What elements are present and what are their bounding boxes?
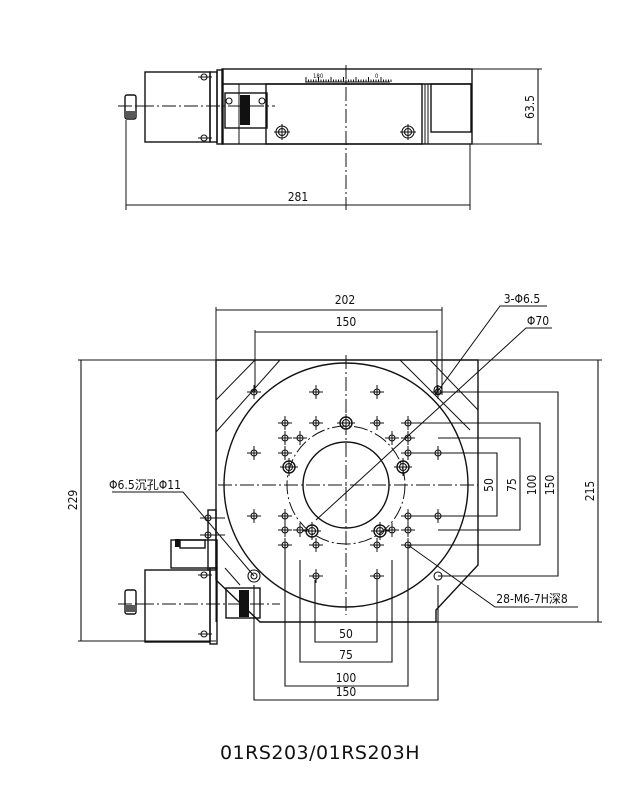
counterbore-holes xyxy=(280,414,412,540)
dim-right-50-line xyxy=(408,452,498,517)
scale-label-0: 0 xyxy=(375,73,379,80)
callout-3-phi6.5: 3-Φ6.5 xyxy=(504,292,540,306)
tapped-hole xyxy=(401,431,415,445)
dim-bottom-50-line xyxy=(314,580,378,643)
dim-right-100-label: 100 xyxy=(525,475,539,496)
tapped-hole xyxy=(309,385,323,399)
scale-label-180: 180 xyxy=(313,73,324,80)
dim-right-150-line xyxy=(438,391,559,577)
dim-right-150-label: 150 xyxy=(543,475,557,496)
tapped-hole xyxy=(247,446,261,460)
dim-bottom-75-label: 75 xyxy=(339,648,353,662)
bracket-edge xyxy=(224,567,241,586)
leader-phi70 xyxy=(315,327,552,521)
tapped-hole xyxy=(385,431,399,445)
tapped-hole xyxy=(278,446,292,460)
tapped-hole xyxy=(293,431,307,445)
plan-coupling xyxy=(225,587,261,619)
tapped-hole xyxy=(370,385,384,399)
tapped-hole xyxy=(247,509,261,523)
plan-hand-knob xyxy=(124,589,137,615)
dim-281-label: 281 xyxy=(288,190,309,204)
tapped-hole xyxy=(278,431,292,445)
counterbore-hole xyxy=(280,458,298,476)
callout-phi70: Φ70 xyxy=(527,314,549,328)
chamfer-line xyxy=(215,359,281,433)
chamfer-line xyxy=(215,359,256,401)
hand-knob xyxy=(124,94,137,120)
dim-right-50-label: 50 xyxy=(482,478,496,492)
scale-ticks xyxy=(305,77,392,82)
leader-3-phi6.5 xyxy=(434,305,547,396)
model-caption: 01RS203/01RS203H xyxy=(219,742,421,764)
bracket-tab xyxy=(179,539,206,549)
plan-view: 202 150 3-Φ6.5 Φ70 229 215 50 75 100 150 xyxy=(66,292,602,701)
counterbore-hole xyxy=(394,458,412,476)
dim-right-75-line xyxy=(438,437,521,531)
right-span-dims: 50 75 100 150 xyxy=(408,391,559,577)
dim-bottom-50-label: 50 xyxy=(339,627,353,641)
counterbore-hole xyxy=(303,522,321,540)
leader-tapped-holes xyxy=(407,544,578,608)
chamfer-line xyxy=(429,359,479,411)
plan-motor xyxy=(118,385,443,645)
bracket-plate xyxy=(207,509,217,571)
dim-150-top-label: 150 xyxy=(336,315,357,329)
stage-side-window xyxy=(265,83,423,145)
tapped-hole xyxy=(309,538,323,552)
mount-hole xyxy=(247,569,261,583)
coupling xyxy=(224,92,268,129)
base-plate-outline xyxy=(215,359,479,623)
tapped-hole xyxy=(370,416,384,430)
tapped-hole xyxy=(278,509,292,523)
tapped-hole xyxy=(309,569,323,583)
tapped-hole xyxy=(385,523,399,537)
callout-tapped-holes: 28-M6-7H深8 xyxy=(496,592,568,606)
leader-counterbore xyxy=(112,491,255,577)
angle-scale: 180 0 xyxy=(305,73,392,83)
dim-right-100-line xyxy=(408,422,541,546)
dim-63.5-label: 63.5 xyxy=(523,95,537,119)
dim-bottom-100-label: 100 xyxy=(336,671,357,685)
tapped-hole xyxy=(309,416,323,430)
counterbore-hole xyxy=(337,414,355,432)
dim-202-label: 202 xyxy=(335,293,356,307)
dim-229-label: 229 xyxy=(66,490,80,511)
tapped-hole xyxy=(370,538,384,552)
stepper-motor xyxy=(124,69,224,145)
callout-counterbore: Φ6.5沉孔Φ11 xyxy=(109,478,181,492)
counterbore-hole xyxy=(371,522,389,540)
dim-bottom-100-line xyxy=(284,545,409,687)
side-hole-left xyxy=(274,124,290,140)
dim-215-label: 215 xyxy=(583,481,597,502)
dim-bottom-75-line xyxy=(299,560,393,663)
tapped-hole xyxy=(247,385,261,399)
tapped-hole xyxy=(278,523,292,537)
side-hole-right xyxy=(400,124,416,140)
tapped-hole xyxy=(293,523,307,537)
stage-end-block xyxy=(430,83,472,133)
dim-right-75-label: 75 xyxy=(505,478,519,492)
dim-bottom-150-line xyxy=(253,585,439,701)
top-view: 180 0 xyxy=(118,65,542,210)
tapped-hole xyxy=(278,416,292,430)
dim-bottom-150-label: 150 xyxy=(336,685,357,699)
tapped-hole xyxy=(401,523,415,537)
bottom-span-dims: 50 75 100 150 xyxy=(253,545,439,701)
